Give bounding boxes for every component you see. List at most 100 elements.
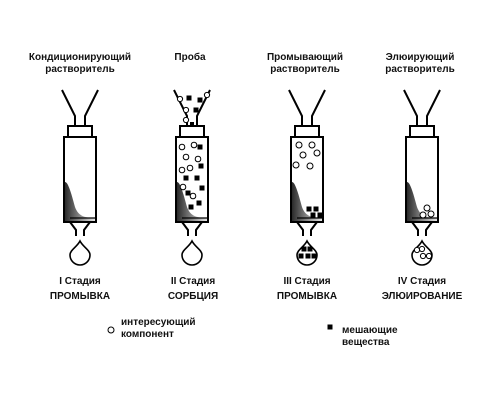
analyte-particle	[295, 141, 303, 149]
interferent-particle	[194, 175, 200, 181]
sorbent-bed	[177, 182, 207, 221]
cartridge-adapter	[294, 125, 320, 138]
outlet-left	[296, 221, 304, 236]
analyte-particle	[425, 252, 433, 260]
interferent-particle	[198, 163, 204, 169]
analyte-particle	[189, 192, 197, 200]
stage-3-solvent-line-2: растворитель	[270, 64, 340, 75]
sorbent-bed	[292, 182, 322, 221]
analyte-particle	[423, 204, 431, 212]
outlet-right	[425, 221, 433, 236]
funnel-right-wall	[196, 89, 211, 126]
analyte-particle	[182, 153, 190, 161]
analyte-particle	[203, 91, 211, 99]
stage-1-solvent-line-2: растворитель	[45, 64, 115, 75]
stage-1-solvent-line-1: Кондиционирующий	[28, 52, 132, 63]
legend-analyte-label: интересующий компонент	[121, 317, 196, 341]
interferent-particle	[311, 253, 317, 259]
interferent-particle	[190, 122, 194, 126]
analyte-particle	[292, 161, 300, 169]
stage-1-name: I Стадия	[59, 276, 101, 287]
interferent-particle	[186, 95, 192, 101]
legend-interferent-line-2: вещества	[342, 337, 390, 348]
sorbent-bed	[65, 182, 95, 221]
interferent-particle	[305, 253, 311, 259]
cartridge-stage-4	[403, 89, 441, 266]
stage-4-solvent-line-1: Элюирующий	[385, 52, 455, 63]
eluate-droplet	[69, 239, 91, 266]
analyte-particle	[178, 143, 186, 151]
analyte-particle	[190, 141, 198, 149]
stage-4-solvent-label: Элюирующий растворитель	[355, 52, 485, 76]
funnel-right-wall	[426, 89, 441, 126]
legend-interferent-label: мешающие вещества	[342, 325, 398, 349]
stage-2-solvent-line-1: Проба	[174, 52, 206, 63]
stage-3-action: ПРОМЫВКА	[276, 291, 338, 302]
analyte-particle	[179, 183, 187, 191]
interferent-particle	[317, 212, 323, 218]
analyte-particle	[419, 252, 427, 260]
interferent-particle	[185, 190, 191, 196]
stage-4-caption: IV Стадия ЭЛЮИРОВАНИЕ	[357, 274, 487, 304]
outlet-left	[69, 221, 77, 236]
stage-2-action: СОРБЦИЯ	[167, 291, 219, 302]
analyte-particle	[308, 141, 316, 149]
funnel-left-wall	[288, 89, 303, 126]
cartridge-adapter	[409, 125, 435, 138]
analyte-particle	[419, 211, 427, 219]
stage-3-name: III Стадия	[283, 276, 331, 287]
eluate-droplet	[181, 239, 203, 266]
outlet-right	[83, 221, 91, 236]
analyte-particle	[313, 149, 321, 157]
outlet-right	[310, 221, 318, 236]
stage-4-name: IV Стадия	[397, 276, 447, 287]
stage-1-caption: I Стадия ПРОМЫВКА	[15, 274, 145, 304]
sorbent-bed	[407, 182, 437, 221]
stage-2-caption: II Стадия СОРБЦИЯ	[128, 274, 258, 304]
legend-analyte-line-1: интересующий	[121, 317, 196, 328]
interferent-particle	[307, 246, 313, 252]
funnel-left-wall	[403, 89, 418, 126]
analyte-particle	[413, 246, 421, 254]
interferent-particle	[196, 200, 202, 206]
legend-interferent-icon	[327, 324, 333, 330]
stage-1-solvent-label: Кондиционирующий растворитель	[15, 52, 145, 76]
cartridge-stage-2	[173, 89, 211, 266]
analyte-particle	[427, 210, 435, 218]
interferent-particle	[197, 97, 203, 103]
outlet-left	[411, 221, 419, 236]
legend-interferent-line-1: мешающие	[342, 325, 398, 336]
interferent-particle	[310, 212, 316, 218]
interferent-particle	[301, 246, 307, 252]
analyte-particle	[418, 245, 426, 253]
funnel-right-wall	[84, 89, 99, 126]
funnel-left-wall	[61, 89, 76, 126]
stage-3-solvent-label: Промывающий растворитель	[240, 52, 370, 76]
analyte-particle	[299, 151, 307, 159]
stage-2-name: II Стадия	[170, 276, 216, 287]
cartridge-stage-1	[61, 89, 99, 266]
stage-3-caption: III Стадия ПРОМЫВКА	[242, 274, 372, 304]
interferent-particle	[183, 175, 189, 181]
interferent-particle	[193, 107, 199, 113]
analyte-particle	[194, 155, 202, 163]
analyte-particle	[306, 162, 314, 170]
stage-4-solvent-line-2: растворитель	[385, 64, 455, 75]
cartridge-stage-3	[288, 89, 326, 266]
outlet-left	[181, 221, 189, 236]
interferent-particle	[197, 144, 203, 150]
analyte-particle	[186, 164, 194, 172]
legend-analyte-line-2: компонент	[121, 329, 174, 340]
analyte-particle	[176, 95, 184, 103]
interferent-particle	[199, 185, 205, 191]
legend-analyte-icon	[107, 326, 115, 334]
stage-1-action: ПРОМЫВКА	[49, 291, 111, 302]
cartridge-adapter	[67, 125, 93, 138]
interferent-particle	[313, 206, 319, 212]
interferent-particle	[298, 253, 304, 259]
interferent-particle	[306, 206, 312, 212]
analyte-particle	[182, 106, 190, 114]
cartridge-adapter	[179, 125, 205, 138]
stage-4-action: ЭЛЮИРОВАНИЕ	[381, 291, 463, 302]
